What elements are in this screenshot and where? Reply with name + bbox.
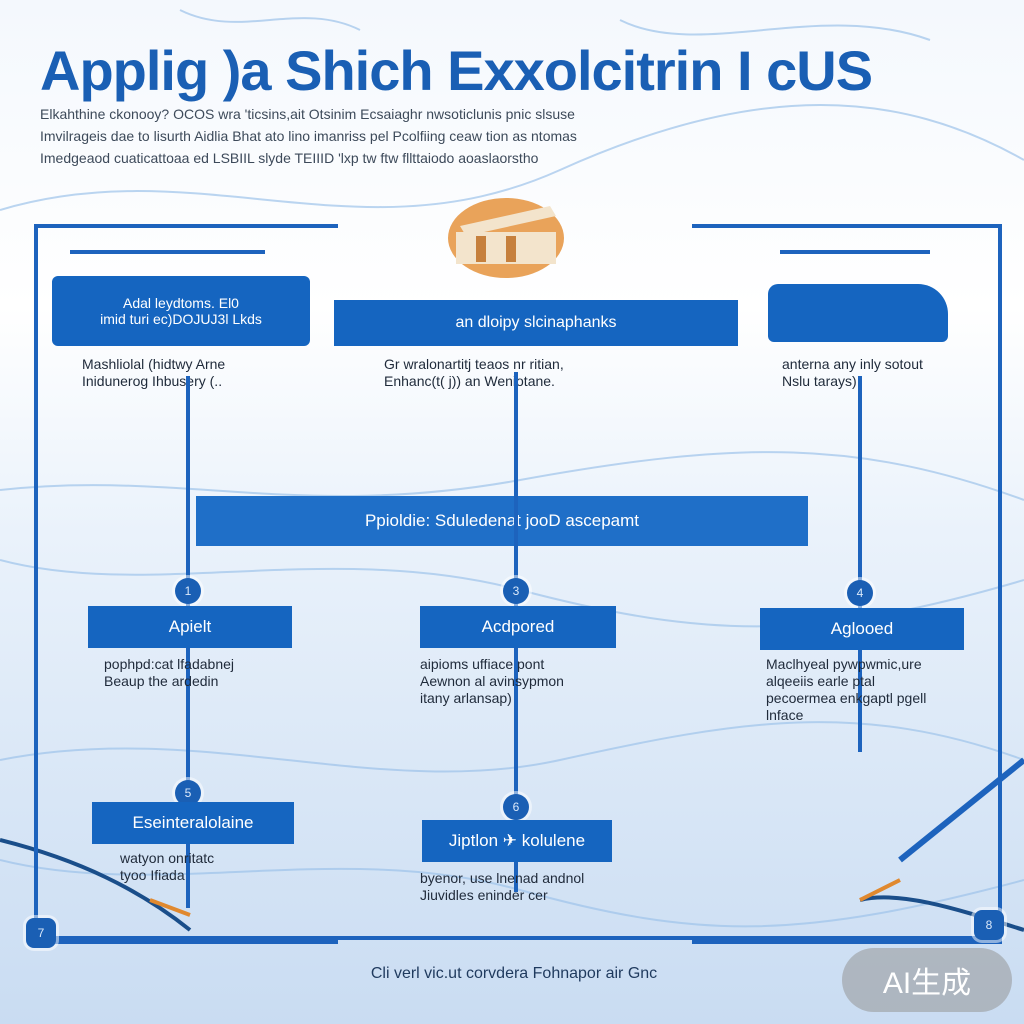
level3-center-note-2: Jiuvidles eninder cer [420, 887, 548, 903]
top-left-accent-line [70, 250, 265, 254]
level3-left-note-1: watyon onritatc [120, 850, 215, 866]
top-right-note-1: anterna any inly sotout [782, 356, 923, 372]
top-banner: an dloipy slcinaphanks [334, 300, 738, 346]
top-right-box [768, 284, 948, 342]
level2-center-note-3: itany arlansap) [420, 690, 512, 706]
top-center-notes: Gr wralonartitj teaos nr ritian, Enhanc(… [384, 356, 564, 390]
level2-right-note-4: lnface [766, 707, 804, 723]
level3-center-notes: byenor, use lnenad andnol Jiuvidles enin… [420, 870, 584, 904]
level2-right-note-2: alqeeiis earle ptal [766, 673, 875, 689]
top-left-notes: Mashliolal (hidtwy Arne Inidunerog Ihbus… [82, 356, 225, 390]
level2-center-notes: aipioms uffiace pont Aewnon al avinsypmo… [420, 656, 564, 707]
marker-center-l3: 6 [503, 794, 529, 820]
level2-left-notes: pophpd:cat lfadabnej Beaup the ardedin [104, 656, 234, 690]
middle-banner: Ppioldie: Sduledenat jooD ascepamt [196, 496, 808, 546]
top-center-note-1: Gr wralonartitj teaos nr ritian, [384, 356, 564, 372]
level2-box-center: Acdpored [420, 606, 616, 648]
top-left-box-line-2: imid turi ec)DOJUJ3l Lkds [100, 311, 262, 327]
level3-box-left: Eseinteralolaine [92, 802, 294, 844]
subtitle-line-3: Imedgeaod cuaticattoaa ed LSBIIL slyde T… [40, 150, 539, 166]
top-left-note-2: Inidunerog Ihbusery (.. [82, 373, 223, 389]
level3-center-note-1: byenor, use lnenad andnol [420, 870, 585, 886]
level3-left-note-2: tyoo Ifiada [120, 867, 185, 883]
right-frame [692, 224, 1002, 944]
top-right-accent-line [780, 250, 930, 254]
level2-right-note-1: Maclhyeal pywpwmic,ure [766, 656, 922, 672]
left-frame [34, 224, 338, 944]
level2-box-right: Aglooed [760, 608, 964, 650]
page-title: Applig )a Shich Exxolcitrin I cUS [40, 39, 873, 102]
subtitle-line-2: Imvilrageis dae to lisurth Aidlia Bhat a… [40, 128, 577, 144]
top-left-box-line-1: Adal leydtoms. El0 [123, 295, 239, 311]
marker-center-l2: 3 [503, 578, 529, 604]
subtitle-line-1: Elkahthine ckonooy? OCOS wra 'ticsins,ai… [40, 106, 575, 122]
footer-banner: Cli verl vic.ut corvdera Fohnapor air Gn… [370, 965, 658, 982]
top-right-notes: anterna any inly sotout Nslu tarays) [782, 356, 923, 390]
top-center-note-2: Enhanc(t( j)) an Weniotane. [384, 373, 555, 389]
ai-generated-watermark: AI生成 [842, 948, 1012, 1012]
level2-center-note-1: aipioms uffiace pont [420, 656, 545, 672]
level3-left-notes: watyon onritatc tyoo Ifiada [120, 850, 214, 884]
top-right-note-2: Nslu tarays) [782, 373, 857, 389]
top-left-note-1: Mashliolal (hidtwy Arne [82, 356, 226, 372]
level2-right-note-3: pecoermea enkgaptl pgell [766, 690, 927, 706]
central-emblem-icon [448, 198, 564, 278]
level2-left-note-1: pophpd:cat lfadabnej [104, 656, 234, 672]
top-left-box: Adal leydtoms. El0 imid turi ec)DOJUJ3l … [52, 276, 310, 346]
corner-marker-left: 7 [26, 918, 56, 948]
level2-right-notes: Maclhyeal pywpwmic,ure alqeeiis earle pt… [766, 656, 926, 724]
level2-box-left: Apielt [88, 606, 292, 648]
marker-left-l3: 5 [175, 780, 201, 806]
marker-left-l2: 1 [175, 578, 201, 604]
level3-box-center: Jiptlon ✈ kolulene [422, 820, 612, 862]
level2-center-note-2: Aewnon al avinsypmon [420, 673, 564, 689]
right-connector [858, 376, 862, 752]
bottom-frame-line [34, 936, 1002, 940]
corner-marker-right: 8 [974, 910, 1004, 940]
marker-right-l2: 4 [847, 580, 873, 606]
level2-left-note-2: Beaup the ardedin [104, 673, 219, 689]
